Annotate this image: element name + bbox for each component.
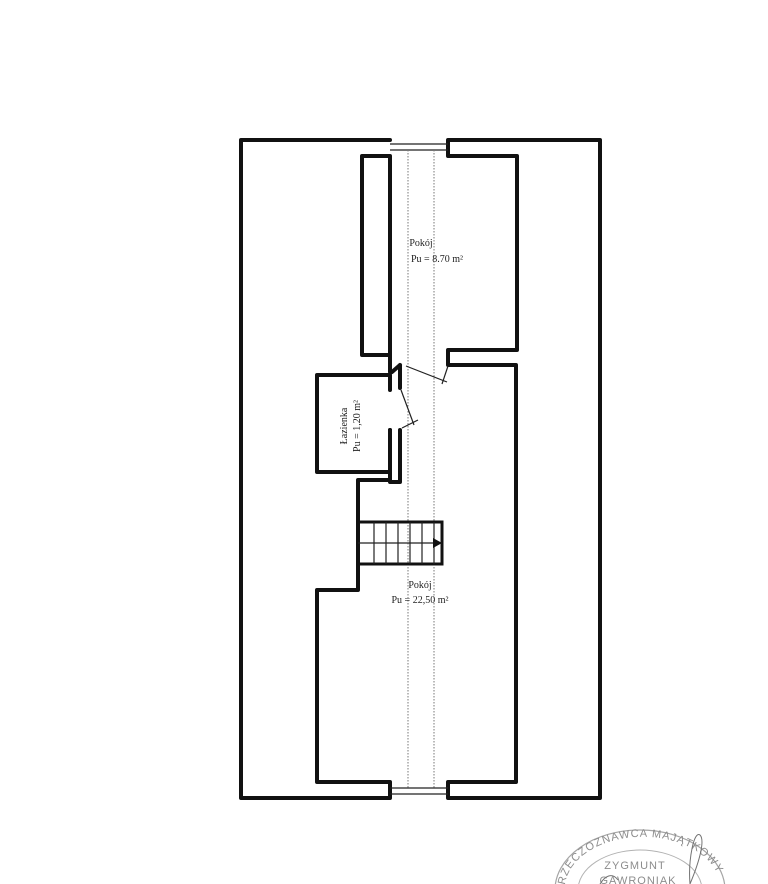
outer-wall-right: [446, 138, 602, 800]
staircase: [356, 520, 444, 566]
room-top-area: Pu = 8.70 m²: [411, 254, 463, 265]
window-bottom: [390, 787, 448, 795]
room-bottom-area: Pu = 22,50 m²: [392, 595, 449, 606]
stamp-name-first: ZYGMUNT: [604, 860, 665, 872]
bathroom-wall: [315, 373, 392, 474]
bathroom-partition: [388, 363, 402, 484]
outer-wall-left: [239, 138, 392, 800]
bathroom-area: Pu = 1,20 m²: [352, 400, 363, 452]
bathroom-name: Łazienka: [339, 407, 350, 444]
stair-arrow-icon: [433, 538, 442, 548]
window-top: [390, 143, 448, 151]
stamp-name-last: GAWRONIAK: [599, 875, 676, 884]
signature: [689, 834, 703, 884]
door-bathroom: [400, 389, 419, 429]
room-bottom-name: Pokój: [408, 580, 431, 591]
room-top-name: Pokój: [409, 238, 432, 249]
door-top-room: [405, 365, 449, 385]
appraiser-stamp: RZECZOZNAWCA MAJĄTKOWY ZYGMUNT GAWRONIAK: [554, 828, 726, 884]
